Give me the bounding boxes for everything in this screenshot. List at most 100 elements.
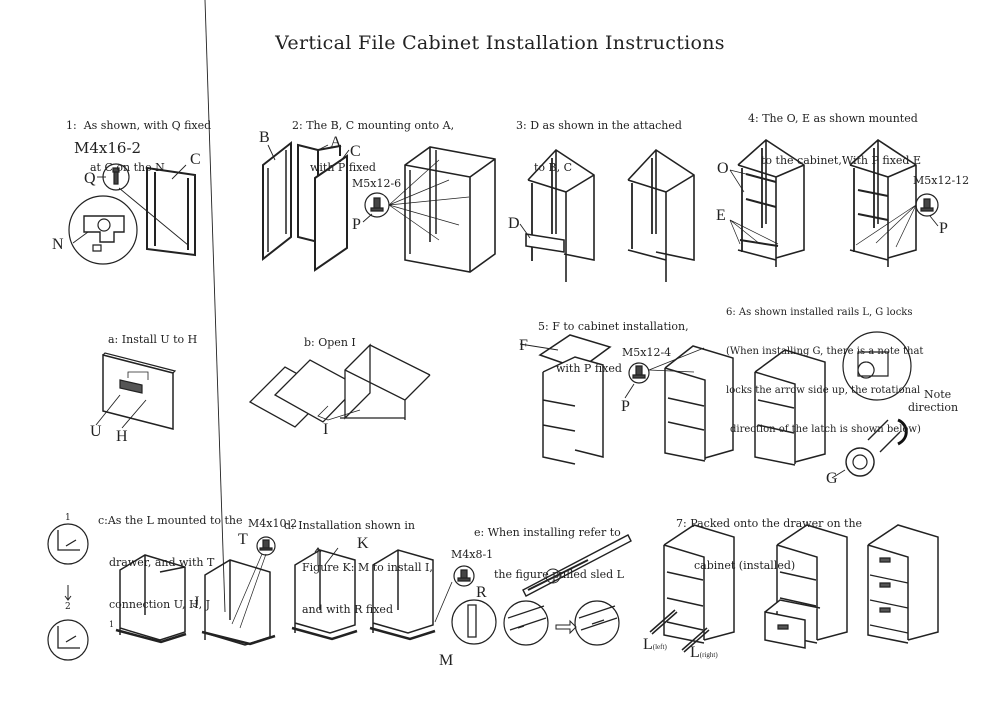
rail-l-right: [681, 627, 710, 653]
right-arrow-icon: [555, 619, 577, 635]
step5-screw-spec: M5x12-4: [622, 346, 672, 359]
stepb-caption: b: Open I: [304, 308, 356, 364]
stepd-line3: and with R fixed: [302, 603, 393, 616]
step4-figure: [729, 138, 939, 267]
step6-caption: 6: As shown installed rails L, G locks (…: [726, 280, 923, 449]
step7-figure: [649, 524, 939, 653]
label-n: N: [52, 236, 64, 253]
step1-caption: 1: As shown, with Q fixed at C on the N: [66, 91, 211, 189]
label-r: R: [476, 584, 487, 601]
stepc-caption: c:As the L mounted to the drawer, and wi…: [98, 486, 243, 626]
label-p5: P: [621, 398, 630, 415]
detail-ref-1: 1: [109, 620, 115, 629]
step6-line2: (When installing G, there is a note that: [726, 346, 924, 357]
rail-detail-after: [574, 600, 620, 646]
label-l-right: L(right): [690, 644, 718, 662]
label-c2: C: [350, 143, 361, 160]
rail-l-left: [649, 609, 678, 635]
bracket-n-detail: [68, 195, 138, 265]
screw-p-callout: [628, 362, 650, 384]
panel-c2: [314, 154, 348, 272]
stepd-line2: Figure K: M to install I,: [302, 561, 433, 574]
stepc-line3: connection U, H, J: [109, 598, 211, 611]
step7-line1: 7: Packed onto the drawer on the: [676, 517, 863, 530]
step4-caption: 4: The O, E as shown mounted to the cabi…: [748, 84, 921, 182]
detail-number-2: 2: [65, 602, 71, 612]
stepb-line1: b: Open I: [304, 336, 356, 349]
label-k: K: [357, 535, 369, 552]
part-d: [525, 233, 565, 253]
detail-circle-2: [47, 619, 89, 661]
label-l-left-sub: (left): [652, 643, 667, 651]
label-m: M: [439, 652, 454, 669]
direction-label: direction: [908, 401, 959, 414]
stepe-figure: [503, 534, 632, 646]
stepe-caption: e: When installing refer to the figure p…: [474, 498, 624, 596]
stepa-caption: a: Install U to H: [108, 305, 197, 361]
stepc-line2: drawer, and with T: [109, 556, 215, 569]
stepc-line1: c:As the L mounted to the: [98, 514, 243, 527]
step4-line1: 4: The O, E as shown mounted: [748, 112, 918, 125]
label-u: U: [90, 423, 102, 440]
label-b: B: [259, 129, 270, 146]
page-title: Vertical File Cabinet Installation Instr…: [275, 32, 725, 54]
detail-circle-1: [47, 523, 89, 565]
step5-line1: 5: F to cabinet installation,: [538, 320, 689, 333]
stepe-line1: e: When installing refer to: [474, 526, 621, 539]
screw-icon: [112, 167, 120, 185]
label-o: O: [717, 160, 729, 177]
rail-detail-before: [503, 600, 549, 646]
label-f: F: [519, 337, 528, 354]
stepb-figure: [248, 343, 431, 428]
stepc-screw-spec: M4x10-2: [248, 517, 298, 530]
panel-b: [262, 140, 292, 262]
step7-caption: 7: Packed onto the drawer on the cabinet…: [676, 489, 862, 587]
label-l-right-sub: (right): [699, 651, 718, 659]
down-arrow-icon: [64, 585, 72, 601]
label-t: T: [238, 531, 248, 548]
step6-line3: locks the arrow side up, the rotational: [726, 385, 921, 396]
step2-line2: with P fixed: [310, 161, 376, 174]
step3-figure: [519, 148, 695, 282]
label-e: E: [716, 207, 726, 224]
panel-c: [146, 166, 196, 257]
stepa-figure: [95, 352, 177, 430]
step2-line1: 2: The B, C mounting onto A,: [292, 119, 455, 132]
up-arrow-icon: [314, 547, 322, 565]
step3-line1: 3: D as shown in the attached: [516, 119, 682, 132]
drawer-k: [294, 549, 356, 634]
lock-g: [845, 419, 901, 477]
step1-screw-spec: M4x16-2: [74, 139, 142, 157]
stepd-figure: [291, 547, 497, 645]
step4-line2: to the cabinet,With P fixed E: [761, 154, 921, 167]
step6-line4: direction of the latch is shown below): [730, 424, 921, 435]
step5-figure: [519, 334, 734, 465]
assembled-cabinet: [404, 146, 496, 273]
label-c: C: [190, 151, 201, 168]
label-h: H: [116, 428, 128, 445]
step1-line1: 1: As shown, with Q fixed: [66, 119, 212, 132]
note-label: Note: [924, 388, 952, 401]
label-a: A: [330, 134, 342, 151]
rotation-arrow-icon: [897, 418, 908, 446]
stepa-line1: a: Install U to H: [108, 333, 198, 346]
step2-screw-spec: M5x12-6: [352, 177, 402, 190]
step2-caption: 2: The B, C mounting onto A, with P fixe…: [292, 91, 454, 189]
step5-line2: with P fixed: [556, 362, 622, 375]
stepc-figure: [47, 0, 276, 661]
stepe-line2: the figure pulled sled L: [494, 568, 624, 581]
cabinet-with-drawer-base: [527, 148, 595, 282]
step2-figure: [262, 140, 496, 273]
cabinet-drawer-open: [776, 524, 848, 644]
step3-line2: to B, C: [534, 161, 573, 174]
step7-line2: cabinet (installed): [694, 559, 796, 572]
handle-u: [119, 379, 143, 394]
label-d: D: [508, 215, 520, 232]
label-l-right-letter: L: [690, 644, 700, 661]
screw-r-callout: [453, 565, 475, 587]
label-i: I: [323, 421, 329, 438]
detail-number-1: 1: [65, 513, 71, 523]
stepd-line1: d: Installation shown in: [284, 519, 415, 532]
label-q: Q: [84, 170, 96, 187]
